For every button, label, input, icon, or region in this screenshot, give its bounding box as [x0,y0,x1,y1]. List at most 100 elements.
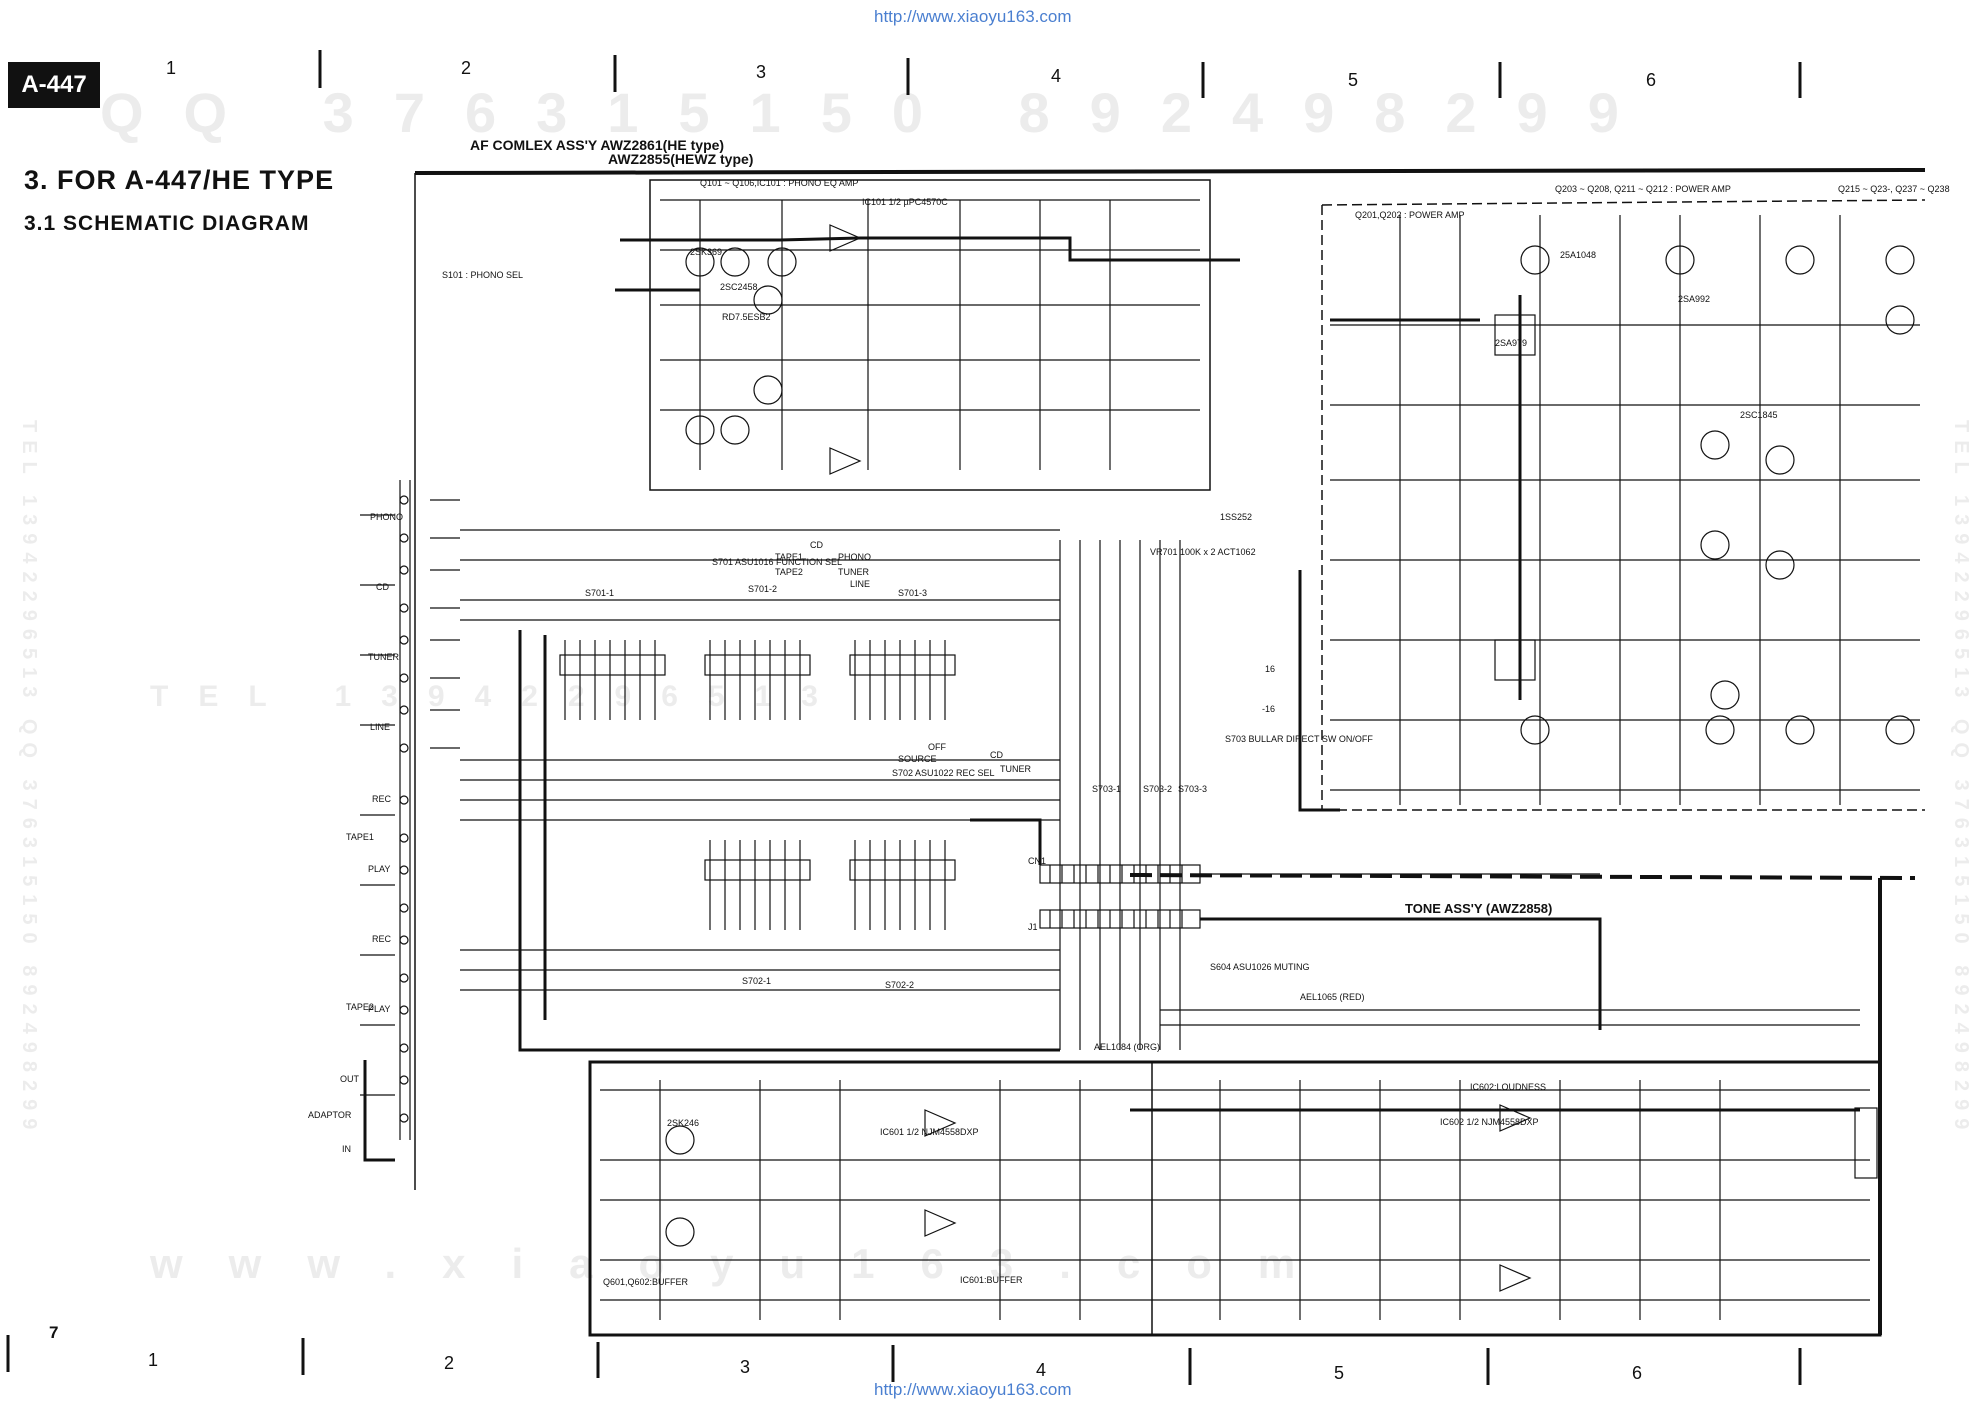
switch-position: TUNER [838,567,869,577]
diode-label: 1SS252 [1220,512,1252,522]
column-number: 4 [1036,1360,1047,1380]
column-number: 2 [461,58,472,78]
connector-cn1: CN1 [1028,856,1046,866]
input-label: TAPE1 [346,832,374,842]
rec-position: OFF [928,742,946,752]
watermark-qq: QQ 376315150 892498299 [100,81,1659,144]
ic-label: IC101 1/2 µPC4570C [862,197,948,207]
switch-section: S702-2 [885,980,914,990]
ic-label: IC602 1/2 NJM4558DXP [1440,1117,1539,1127]
column-number: 3 [756,62,767,82]
column-number: 1 [148,1350,159,1370]
tape-label: REC [372,934,392,944]
column-number: 1 [166,58,177,78]
tone-assembly-label: TONE ASS'Y (AWZ2858) [1405,901,1552,916]
input-label: TUNER [368,652,399,662]
board-outlines [414,168,1926,1337]
function-sel-label: S701 ASU1016 FUNCTION SEL [712,557,842,567]
rec-position: TUNER [1000,764,1031,774]
column-number: 4 [1051,66,1062,86]
switch-section: S703-3 [1178,784,1207,794]
loudness-label: IC602:LOUDNESS [1470,1082,1546,1092]
column-number: 5 [1348,70,1359,90]
connector-strips [970,540,1602,1050]
transistor-label: 2SA992 [1678,294,1710,304]
switch-section: S701-1 [585,588,614,598]
input-labels: PHONO CD TUNER LINE TAPE1 TAPE2 ADAPTOR [308,512,403,1120]
rec-sel-label: S702 ASU1022 REC SEL [892,768,995,778]
header-url[interactable]: http://www.xiaoyu163.com [874,7,1072,26]
section-heading: 3. FOR A-447/HE TYPE [24,165,335,195]
power-amp-label-1: Q203 ~ Q208, Q211 ~ Q212 : POWER AMP [1555,184,1731,194]
column-number: 6 [1632,1363,1643,1383]
component-labels: 2SK369 2SC2458 25A1048 2SA992 2SC1845 2S… [667,197,1778,1137]
column-number: 6 [1646,70,1657,90]
switch-position: TAPE2 [775,567,803,577]
phono-eq-label: Q101 ~ Q106,IC101 : PHONO EQ AMP [700,178,858,188]
rec-switch-positions: SOURCE OFF CD TUNER [898,742,1031,774]
tape-label: PLAY [368,1004,390,1014]
switch-position: PHONO [838,552,871,562]
model-tag: A-447 [8,62,100,108]
switch-section: S701-3 [898,588,927,598]
watermark-www: www.xiaoyu163.com [150,1240,1342,1287]
switch-section: S702-1 [742,976,771,986]
transistor-label: 2SA979 [1495,338,1527,348]
tone-section [600,1009,1878,1320]
voltage-negative: -16 [1262,704,1275,714]
switch-section-labels: S701-1 S701-2 S701-3 S702-1 S702-2 S703-… [585,584,1207,990]
switch-section: S703-2 [1143,784,1172,794]
power-amp-section [1298,215,1920,812]
diode-label: AEL1084 (ORG) [1094,1042,1160,1052]
switch-section: S701-2 [748,584,777,594]
assembly-title-2: AWZ2855(HEWZ type) [608,151,753,167]
tape-label: REC [372,794,392,804]
transistor-label: 2SK369 [690,247,722,257]
muting-label: S604 ASU1026 MUTING [1210,962,1310,972]
function-switch-positions: TAPE1 CD PHONO TAPE2 TUNER LINE [775,540,871,589]
transistor-label: 2SC2458 [720,282,758,292]
diode-label: AEL1065 (RED) [1300,992,1365,1002]
voltage-positive: 16 [1265,664,1275,674]
direct-sw-label: S703 BULLAR DIRECT SW ON/OFF [1225,734,1373,744]
input-label: CD [376,582,389,592]
column-number: 3 [740,1357,751,1377]
tape-label: PLAY [368,864,390,874]
column-number: 2 [444,1353,455,1373]
switch-position: CD [810,540,823,550]
power-amp-label-3: Q215 ~ Q23-, Q237 ~ Q238 [1838,184,1950,194]
watermark-tel: TEL 13942296513 [150,680,848,713]
grid-ticks [6,50,1802,1385]
selector-switches [460,529,1060,1052]
power-amp-label-2: Q201,Q202 : POWER AMP [1355,210,1465,220]
section-subheading: 3.1 SCHEMATIC DIAGRAM [24,212,310,235]
tape-label: IN [342,1144,351,1154]
input-label: LINE [370,722,390,732]
rec-position: SOURCE [898,754,937,764]
transistor-label: 2SC1845 [1740,410,1778,420]
input-jacks [360,480,460,1162]
connector-j1: J1 [1028,922,1038,932]
ic-label: IC601 1/2 NJM4558DXP [880,1127,979,1137]
buffer-label-2: IC601:BUFFER [960,1275,1023,1285]
input-label: ADAPTOR [308,1110,352,1120]
switch-section: S703-1 [1092,784,1121,794]
input-label: PHONO [370,512,403,522]
assembly-title-1: AF COMLEX ASS'Y AWZ2861(HE type) [470,137,724,153]
phono-sel-label: S101 : PHONO SEL [442,270,523,280]
diode-label: RD7.5ESB2 [722,312,771,322]
rec-position: CD [990,750,1003,760]
switch-position: TAPE1 [775,552,803,562]
switch-position: LINE [850,579,870,589]
tape-labels: REC PLAY REC PLAY OUT IN [340,794,392,1154]
transistor-label: 2SK246 [667,1118,699,1128]
column-number: 5 [1334,1363,1345,1383]
tape-label: OUT [340,1074,360,1084]
input-label: TAPE2 [346,1002,374,1012]
phono-eq-section [615,199,1240,475]
page-number: 7 [49,1323,59,1342]
footer-url[interactable]: http://www.xiaoyu163.com [874,1380,1072,1399]
buffer-label-1: Q601,Q602:BUFFER [603,1277,689,1287]
volume-label: VR701 100K x 2 ACT1062 [1150,547,1256,557]
